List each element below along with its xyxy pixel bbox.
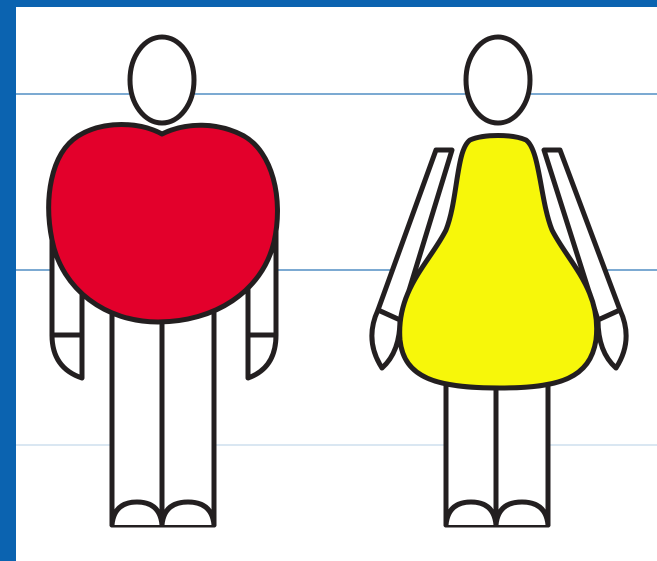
apple-body-shape <box>49 125 278 323</box>
apple-figure-right-foot <box>162 502 214 525</box>
apple-figure-left-hand <box>52 335 82 378</box>
pear-figure-right-hand <box>598 310 626 368</box>
apple-figure-right-leg <box>162 305 214 525</box>
apple-shape-figure <box>49 37 278 525</box>
apple-figure-left-foot <box>112 502 162 525</box>
pear-figure-right-foot <box>496 502 548 525</box>
pear-figure-left-hand <box>372 310 400 368</box>
pear-shape-figure <box>372 37 626 525</box>
frame-top-border <box>0 0 657 7</box>
pear-figure-head <box>466 37 530 123</box>
apple-figure-head <box>130 37 194 123</box>
pear-figure-left-foot <box>446 502 496 525</box>
apple-figure-left-leg <box>112 305 162 525</box>
frame-left-border <box>0 0 16 561</box>
apple-figure-right-hand <box>248 335 276 378</box>
